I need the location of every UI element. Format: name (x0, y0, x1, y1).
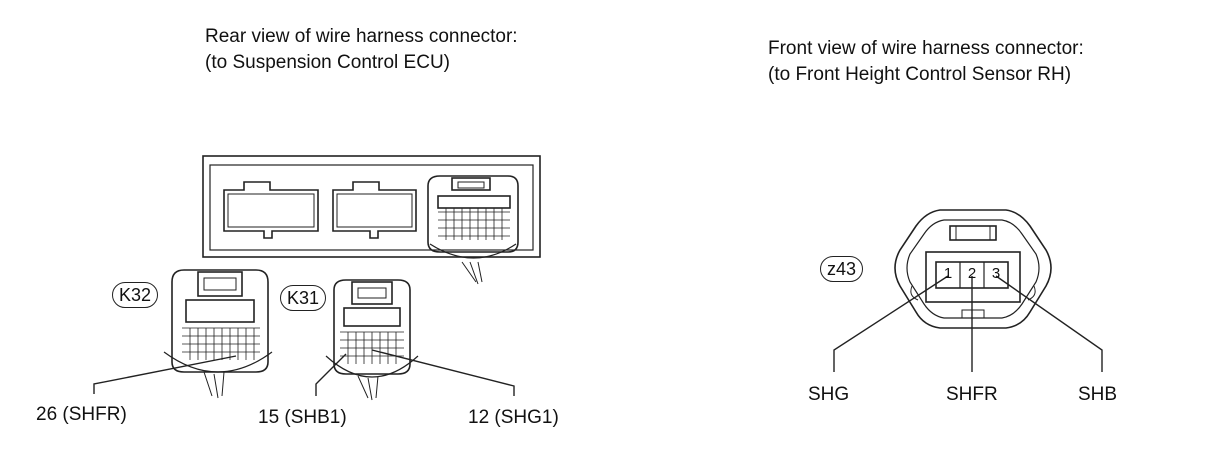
leader-lines-right (833, 275, 1103, 372)
k32-connector (163, 269, 273, 399)
left-caption-line2: (to Suspension Control ECU) (205, 52, 450, 73)
z43-tag: z43 (820, 256, 864, 282)
z43-connector (894, 209, 1052, 329)
k31-tag: K31 (280, 285, 327, 311)
z43-shg-label: SHG (808, 384, 850, 405)
z43-pin-1: 1 (943, 265, 953, 282)
k32-pin26-label: 26 (SHFR) (36, 404, 127, 425)
ecu-body (202, 155, 541, 285)
left-caption-line1: Rear view of wire harness connector: (205, 26, 518, 47)
k32-tag: K32 (112, 282, 159, 308)
leader-lines-left (93, 349, 515, 396)
z43-shfr-label: SHFR (946, 384, 998, 405)
z43-shb-label: SHB (1078, 384, 1118, 405)
k31-pin15-label: 15 (SHB1) (258, 407, 347, 428)
z43-pin-3: 3 (991, 265, 1001, 282)
right-caption-line2: (to Front Height Control Sensor RH) (768, 64, 1072, 85)
right-caption-line1: Front view of wire harness connector: (768, 38, 1084, 59)
z43-pin-2: 2 (967, 265, 977, 282)
right-caption: Front view of wire harness connector: (t… (768, 36, 1084, 88)
k31-connector (325, 279, 419, 401)
left-caption: Rear view of wire harness connector: (to… (205, 24, 518, 76)
k31-pin12-label: 12 (SHG1) (468, 407, 559, 428)
